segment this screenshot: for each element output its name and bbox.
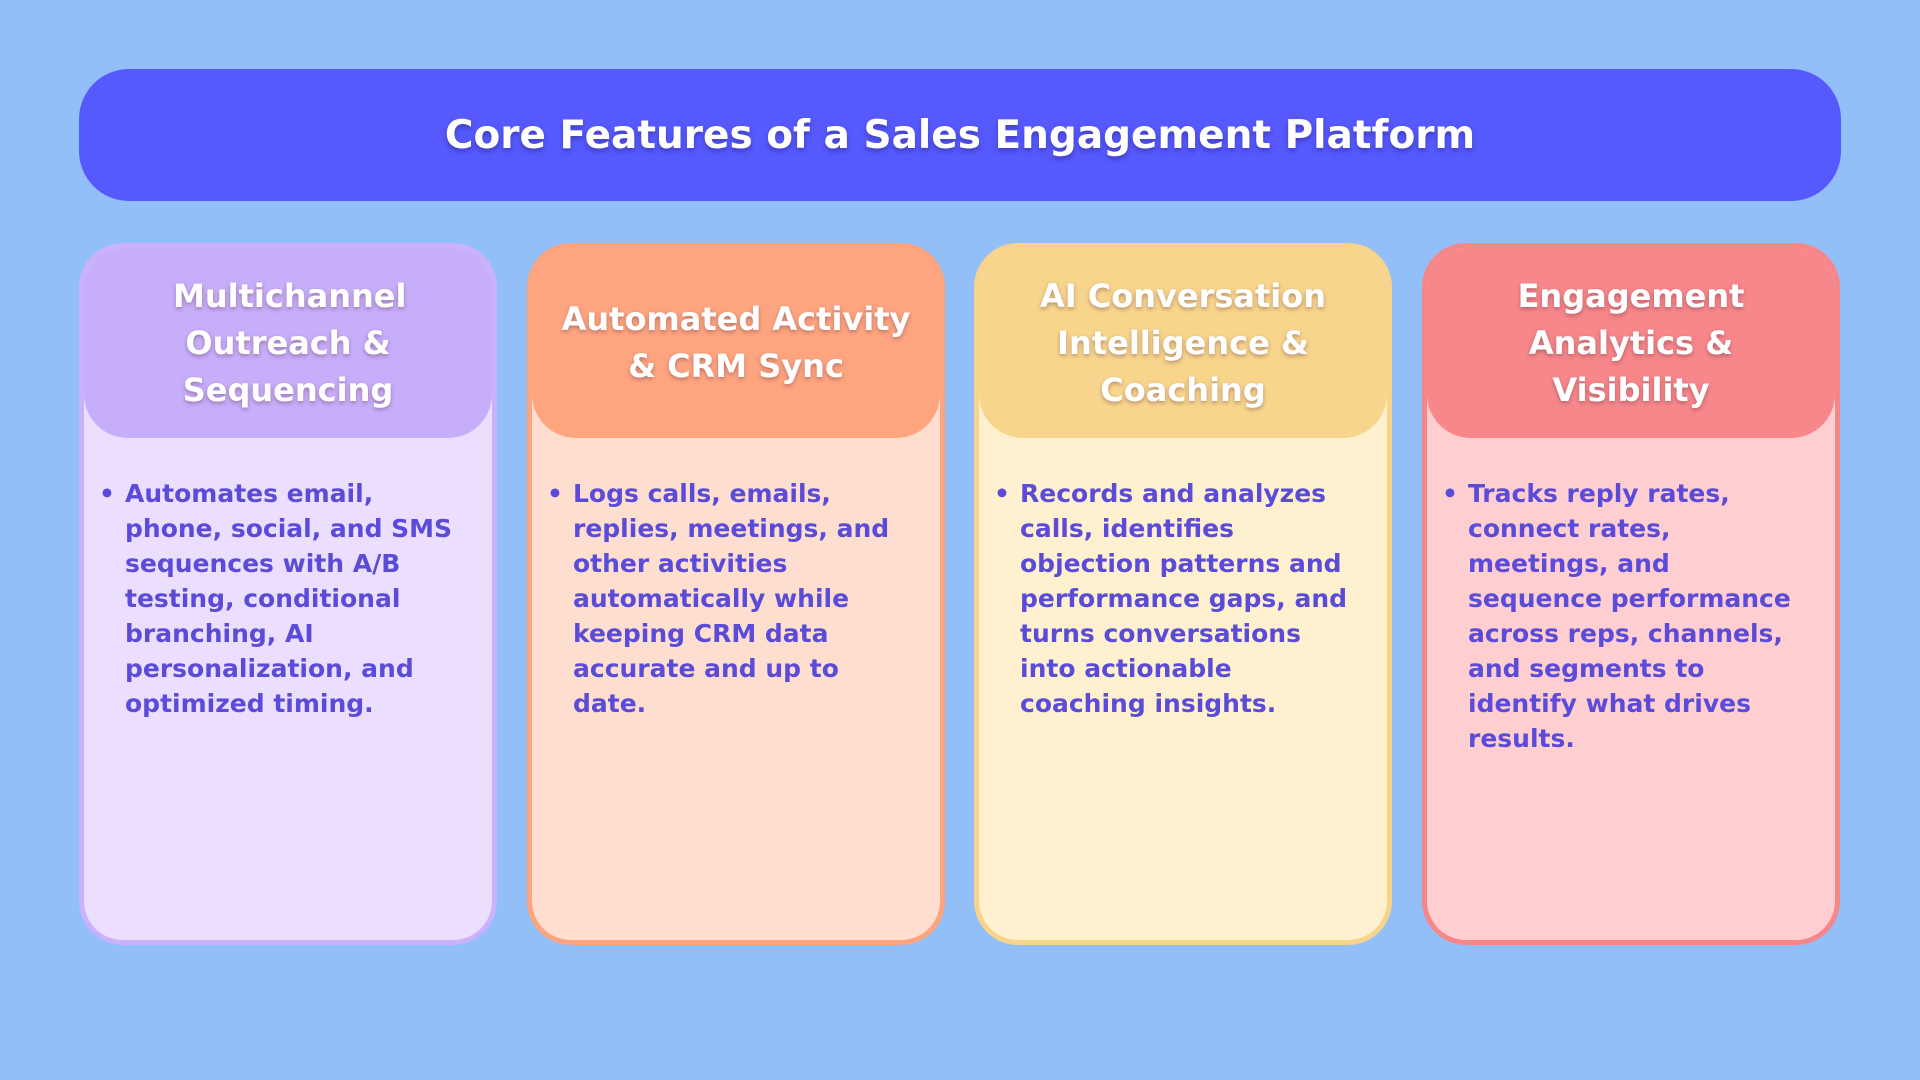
bullet-dot-icon: • [1442, 479, 1458, 508]
bullet-item: • Automates email, phone, social, and SM… [99, 476, 462, 721]
bullet-list: • Logs calls, emails, replies, meetings,… [547, 476, 910, 721]
card-body: • Records and analyzes calls, identifies… [979, 476, 1387, 721]
card-title: Multichannel Outreach & Sequencing [173, 276, 407, 409]
card-body: • Logs calls, emails, replies, meetings,… [532, 476, 940, 721]
bullet-text: Automates email, phone, social, and SMS … [125, 479, 453, 718]
card-title: Engagement Analytics & Visibility [1517, 276, 1745, 409]
feature-card-engagement-analytics: Engagement Analytics & Visibility • Trac… [1422, 243, 1840, 945]
card-body: • Automates email, phone, social, and SM… [84, 476, 492, 721]
card-header: Multichannel Outreach & Sequencing [84, 248, 492, 438]
bullet-item: • Tracks reply rates, connect rates, mee… [1442, 476, 1805, 756]
page-title: Core Features of a Sales Engagement Plat… [444, 112, 1476, 158]
title-banner: Core Features of a Sales Engagement Plat… [79, 69, 1841, 201]
bullet-text: Records and analyzes calls, identifies o… [1020, 479, 1348, 718]
card-title: AI Conversation Intelligence & Coaching [1039, 276, 1327, 409]
bullet-text: Tracks reply rates, connect rates, meeti… [1468, 479, 1791, 753]
feature-card-ai-conversation: AI Conversation Intelligence & Coaching … [974, 243, 1392, 945]
bullet-list: • Tracks reply rates, connect rates, mee… [1442, 476, 1805, 756]
bullet-dot-icon: • [99, 479, 115, 508]
bullet-list: • Records and analyzes calls, identifies… [994, 476, 1357, 721]
bullet-list: • Automates email, phone, social, and SM… [99, 476, 462, 721]
card-body: • Tracks reply rates, connect rates, mee… [1427, 476, 1835, 756]
card-header: AI Conversation Intelligence & Coaching [979, 248, 1387, 438]
bullet-dot-icon: • [994, 479, 1010, 508]
card-header: Automated Activity & CRM Sync [532, 248, 940, 438]
bullet-item: • Logs calls, emails, replies, meetings,… [547, 476, 910, 721]
feature-cards: Multichannel Outreach & Sequencing • Aut… [79, 243, 1841, 945]
card-header: Engagement Analytics & Visibility [1427, 248, 1835, 438]
bullet-item: • Records and analyzes calls, identifies… [994, 476, 1357, 721]
bullet-dot-icon: • [547, 479, 563, 508]
feature-card-multichannel-outreach: Multichannel Outreach & Sequencing • Aut… [79, 243, 497, 945]
bullet-text: Logs calls, emails, replies, meetings, a… [573, 479, 890, 718]
card-title: Automated Activity & CRM Sync [561, 300, 911, 385]
feature-card-automated-activity: Automated Activity & CRM Sync • Logs cal… [527, 243, 945, 945]
